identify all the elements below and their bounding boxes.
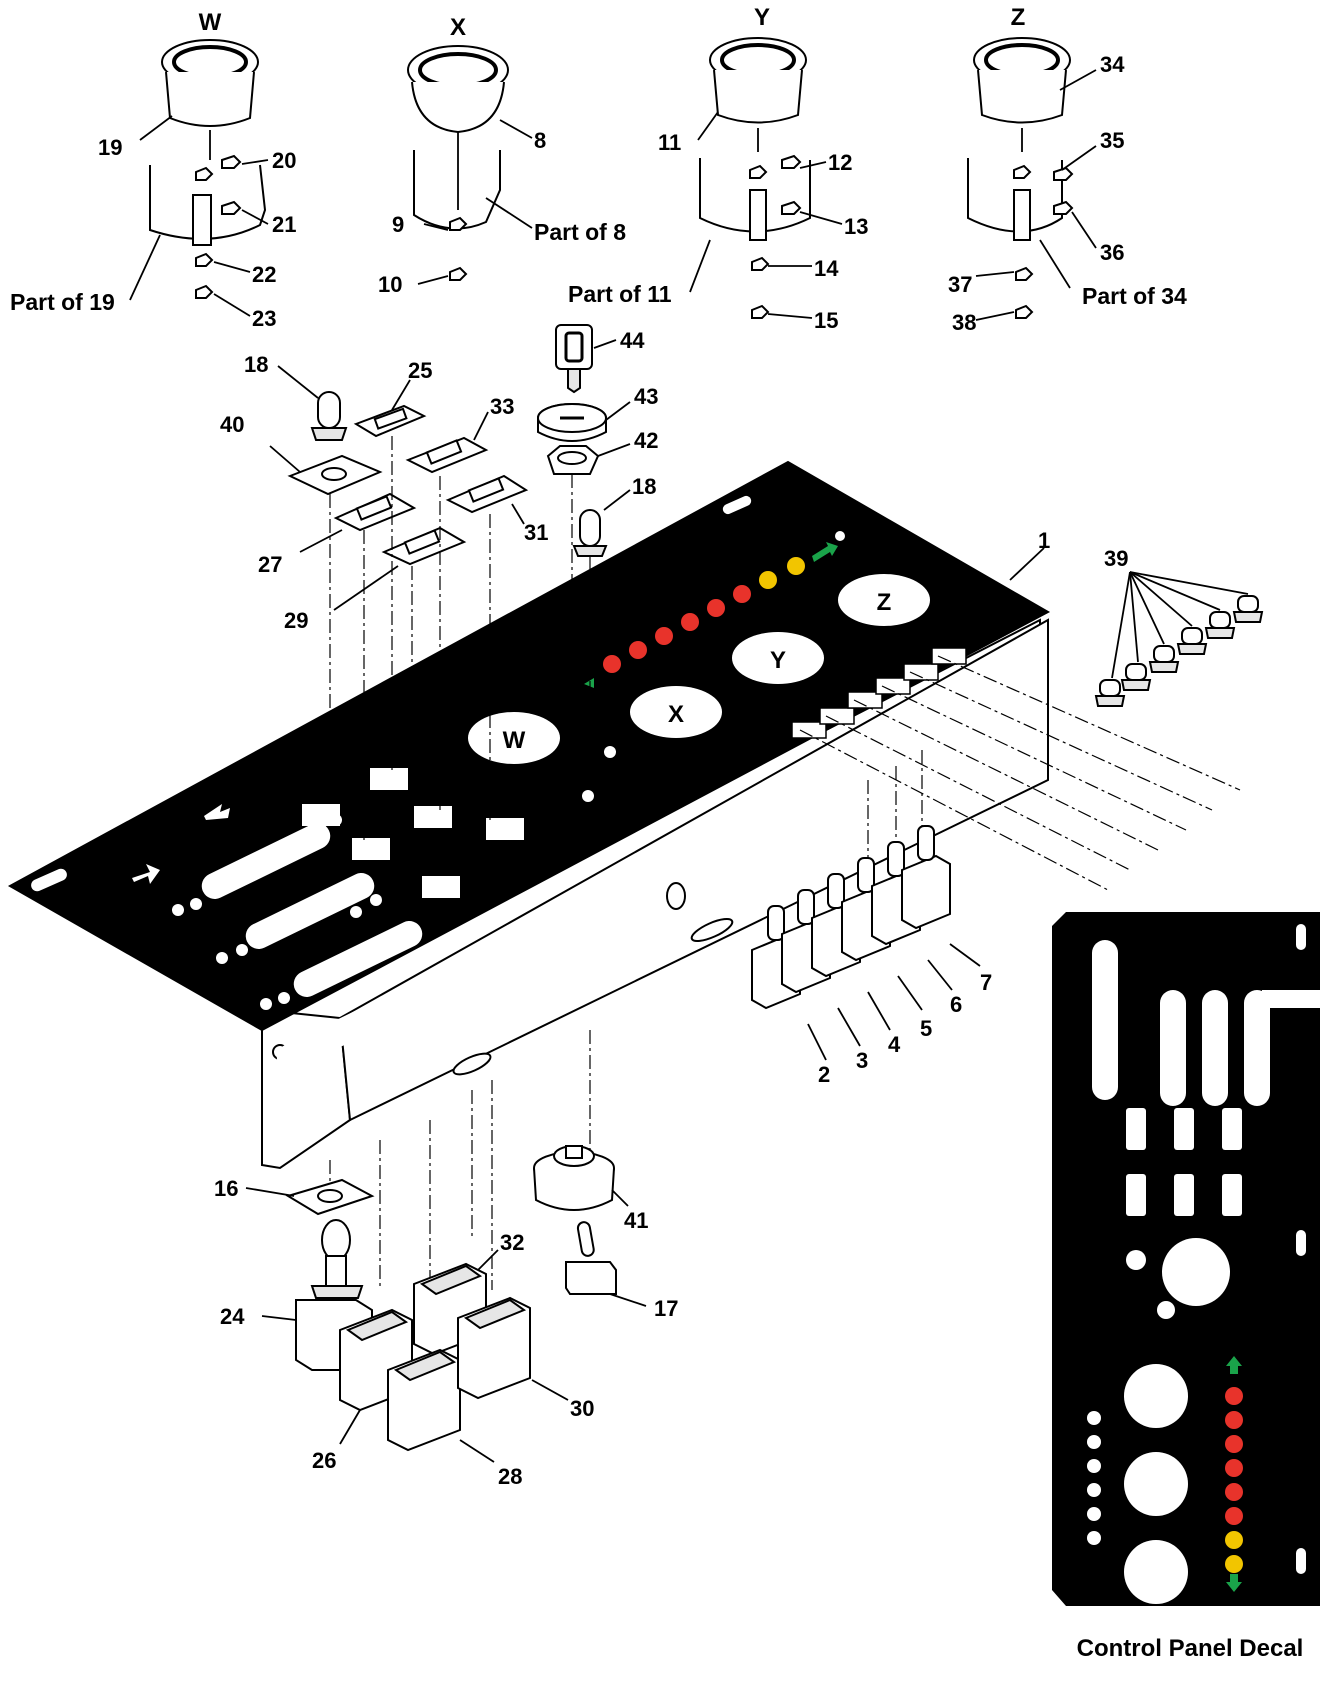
toggle-cap-left: 18	[244, 352, 348, 441]
part-of-11-label: Part of 11	[568, 281, 672, 307]
panel-letter-z: Z	[877, 589, 892, 616]
callout-41: 41	[624, 1208, 648, 1233]
callout-39: 39	[1104, 546, 1128, 571]
callout-3: 3	[856, 1048, 868, 1073]
callout-29: 29	[284, 608, 308, 633]
control-panel: W X Y Z	[7, 460, 1050, 1170]
callout-14: 14	[814, 256, 839, 281]
part-of-8-label: Part of 8	[534, 219, 626, 245]
gauge-letter-w: W	[199, 9, 222, 36]
panel-letter-w: W	[503, 727, 526, 754]
part-of-19-label: Part of 19	[10, 289, 115, 315]
callout-13: 13	[844, 214, 868, 239]
projection-lines	[329, 436, 1241, 1340]
callout-19: 19	[98, 135, 122, 160]
gauge-y-assembly: Y 11 12 13 14 15 Part of 11	[568, 4, 868, 333]
callout-44: 44	[620, 328, 645, 353]
callout-30: 30	[570, 1396, 594, 1421]
rocker-switch-28: 28	[387, 1348, 522, 1489]
gauge-letter-z: Z	[1011, 4, 1026, 31]
push-button-caps-39: 39	[1094, 546, 1264, 707]
callout-1: 1	[1038, 528, 1050, 553]
gauge-z-assembly: Z 34 35 36 37 38 Part of 34	[948, 4, 1187, 335]
part-of-34-label: Part of 34	[1082, 283, 1187, 309]
control-panel-decal: Control Panel Decal	[1052, 912, 1320, 1662]
callout-8: 8	[534, 128, 546, 153]
toggle-bezel-40: 40	[220, 412, 383, 496]
callout-31: 31	[524, 520, 548, 545]
callout-25: 25	[408, 358, 432, 383]
rocker-bezel-33: 33	[405, 394, 514, 474]
panel-indicator-lights	[584, 542, 838, 688]
callout-15: 15	[814, 308, 838, 333]
toggle-switch-17: 17	[565, 1221, 678, 1321]
callout-27: 27	[258, 552, 282, 577]
callout-7: 7	[980, 970, 992, 995]
callout-5: 5	[920, 1016, 932, 1041]
callout-12: 12	[828, 150, 852, 175]
callout-28: 28	[498, 1464, 522, 1489]
ignition-key: 44	[555, 324, 645, 394]
ignition-cap: 43	[537, 384, 658, 442]
callout-42: 42	[634, 428, 658, 453]
callout-21: 21	[272, 212, 296, 237]
toggle-cap-right: 18	[572, 474, 656, 557]
ignition-switch-41: 41	[533, 1145, 648, 1233]
panel-letter-x: X	[668, 701, 684, 728]
gauge-x-assembly: X 8 Part of 8 9 10	[378, 14, 626, 297]
panel-breaker-bank	[791, 647, 967, 739]
callout-11: 11	[658, 130, 681, 155]
callout-18b: 18	[632, 474, 656, 499]
toggle-switch-24: 24	[220, 1219, 373, 1371]
panel-hole-w	[468, 712, 560, 764]
gauge-w-assembly: W 19 20 21 22 23 Part of 19	[10, 9, 296, 331]
rocker-bezel-29: 29	[284, 526, 467, 633]
callout-18a: 18	[244, 352, 268, 377]
ignition-nut: 42	[546, 428, 658, 475]
callout-6: 6	[950, 992, 962, 1017]
rocker-bezel-27: 27	[258, 492, 417, 577]
callout-10: 10	[378, 272, 402, 297]
callout-38: 38	[952, 310, 976, 335]
callout-34: 34	[1100, 52, 1125, 77]
callout-4: 4	[888, 1032, 901, 1057]
callout-26: 26	[312, 1448, 336, 1473]
bezel-16: 16	[214, 1176, 375, 1216]
callout-36: 36	[1100, 240, 1124, 265]
callout-33: 33	[490, 394, 514, 419]
callout-16: 16	[214, 1176, 238, 1201]
rocker-switch-30: 30	[457, 1296, 594, 1421]
circuit-breakers: 2 3 4 5 6 7	[751, 825, 992, 1087]
callout-37: 37	[948, 272, 972, 297]
callout-40: 40	[220, 412, 244, 437]
rocker-bezel-25: 25	[353, 358, 432, 438]
panel-hole-x	[630, 686, 722, 738]
panel-hole-y	[732, 632, 824, 684]
callout-35: 35	[1100, 128, 1124, 153]
callout-17: 17	[654, 1296, 678, 1321]
callout-22: 22	[252, 262, 276, 287]
gauge-letter-y: Y	[754, 4, 770, 31]
callout-23: 23	[252, 306, 276, 331]
panel-hole-z	[838, 574, 930, 626]
callout-24: 24	[220, 1304, 245, 1329]
rocker-bezel-31: 31	[445, 474, 548, 545]
callout-9: 9	[392, 212, 404, 237]
callout-2: 2	[818, 1062, 830, 1087]
decal-caption: Control Panel Decal	[1077, 1635, 1304, 1662]
callout-20: 20	[272, 148, 296, 173]
callout-43: 43	[634, 384, 658, 409]
callout-32: 32	[500, 1230, 524, 1255]
gauge-letter-x: X	[450, 14, 466, 41]
panel-letter-y: Y	[770, 647, 786, 674]
